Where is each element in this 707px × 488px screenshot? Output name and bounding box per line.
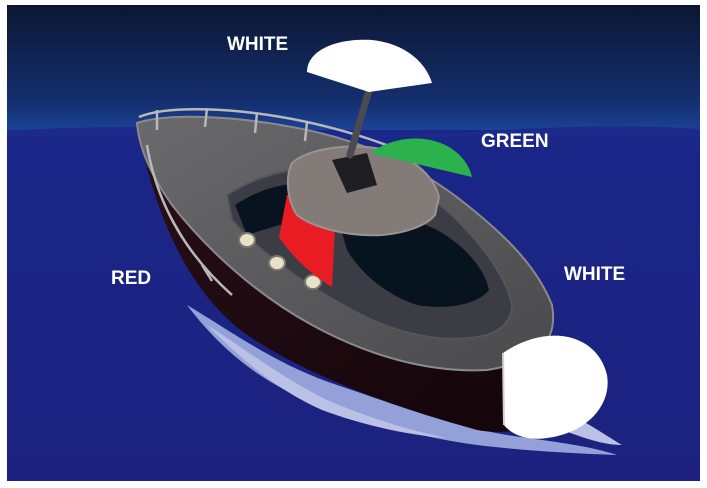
boat-scene: WHITE GREEN RED WHITE xyxy=(7,5,700,481)
navigation-lights-diagram: WHITE GREEN RED WHITE xyxy=(7,5,700,481)
label-green: GREEN xyxy=(481,131,549,152)
label-stern-white: WHITE xyxy=(564,264,625,285)
label-red: RED xyxy=(111,268,151,289)
label-masthead-white: WHITE xyxy=(227,34,288,55)
stern-light-post xyxy=(503,353,504,425)
